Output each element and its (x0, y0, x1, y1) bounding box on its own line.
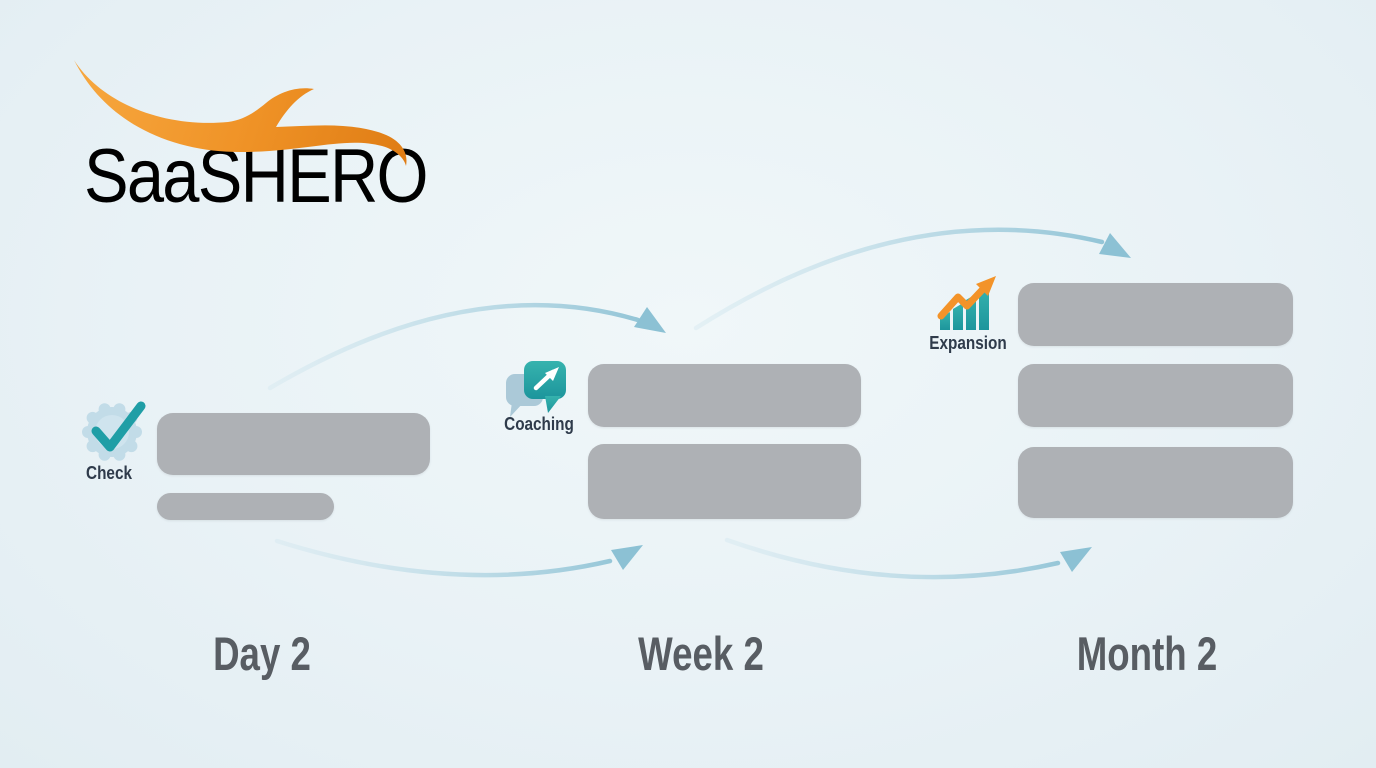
arrow-bottom-day-to-week (274, 538, 643, 578)
text-placeholder-bar (588, 444, 861, 519)
logo-brand-primary: SaaS (84, 134, 242, 219)
text-placeholder-bar (157, 493, 334, 520)
text-placeholder-bar (157, 413, 430, 475)
coaching-chat-icon (506, 361, 566, 417)
check-badge-icon (82, 401, 146, 461)
text-placeholder-bar (588, 364, 861, 427)
text-placeholder-bar (1018, 447, 1293, 518)
arrowhead-icon (634, 307, 666, 333)
arrowhead-icon (1099, 233, 1131, 258)
expansion-icon-label: Expansion (929, 333, 1007, 353)
coaching-icon-label: Coaching (504, 414, 574, 434)
text-placeholder-bar (1018, 283, 1293, 346)
stage-label-month-2: Month 2 (1076, 627, 1218, 680)
stage-label-day-2: Day 2 (213, 627, 311, 680)
arrowhead-icon (611, 545, 643, 570)
check-icon-label: Check (86, 463, 132, 483)
arrow-bottom-week-to-month (724, 537, 1092, 580)
arrowhead-icon (1060, 547, 1092, 572)
stage-label-week-2: Week 2 (638, 627, 764, 680)
text-placeholder-bar (1018, 364, 1293, 427)
logo-brand-secondary: HERO (240, 134, 429, 219)
logo-wordmark: SaaSHERO (84, 139, 429, 215)
expansion-chart-icon (937, 276, 996, 330)
